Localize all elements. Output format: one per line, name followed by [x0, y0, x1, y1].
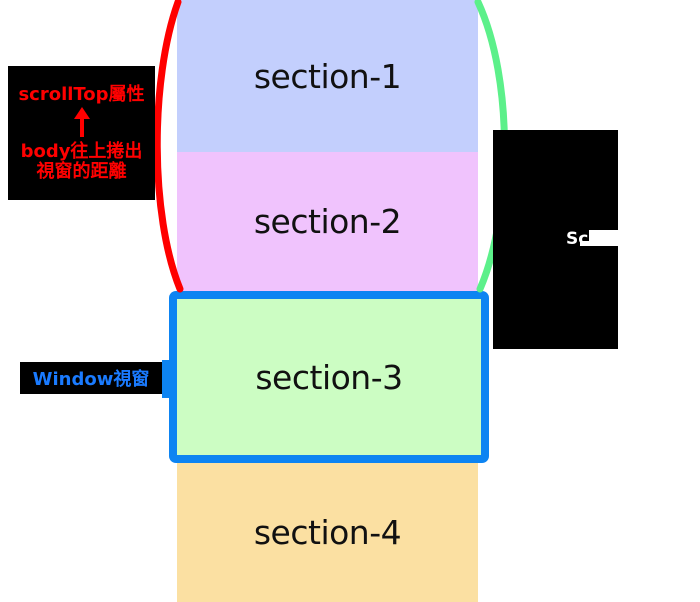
- window-viewport-frame: section-3: [169, 291, 489, 463]
- scrollheight-glitch-overlay-2: [580, 241, 614, 246]
- section-3-label: section-3: [255, 357, 403, 397]
- scrolltop-line-4: 視窗的距離: [36, 160, 127, 182]
- scrolltop-line-1: scrollTop屬性: [18, 83, 145, 105]
- window-callout: Window視窗: [20, 362, 162, 394]
- window-callout-tick: [162, 360, 170, 398]
- window-callout-label: Window視窗: [32, 369, 150, 390]
- section-1-label: section-1: [253, 56, 402, 96]
- section-4-block: section-4: [177, 463, 478, 602]
- up-arrow-icon: [73, 107, 90, 138]
- section-1-block: section-1: [177, 0, 478, 152]
- scrolltop-callout: scrollTop屬性 body往上捲出 視窗的距離: [8, 66, 155, 200]
- section-2-label: section-2: [253, 202, 402, 241]
- scrollheight-label-wrap: Sc: [566, 228, 588, 250]
- section-4-label: section-4: [253, 513, 402, 552]
- section-3-block: section-3: [177, 299, 481, 455]
- scrolltop-line-3: body往上捲出: [20, 141, 143, 163]
- section-2-block: section-2: [177, 152, 478, 291]
